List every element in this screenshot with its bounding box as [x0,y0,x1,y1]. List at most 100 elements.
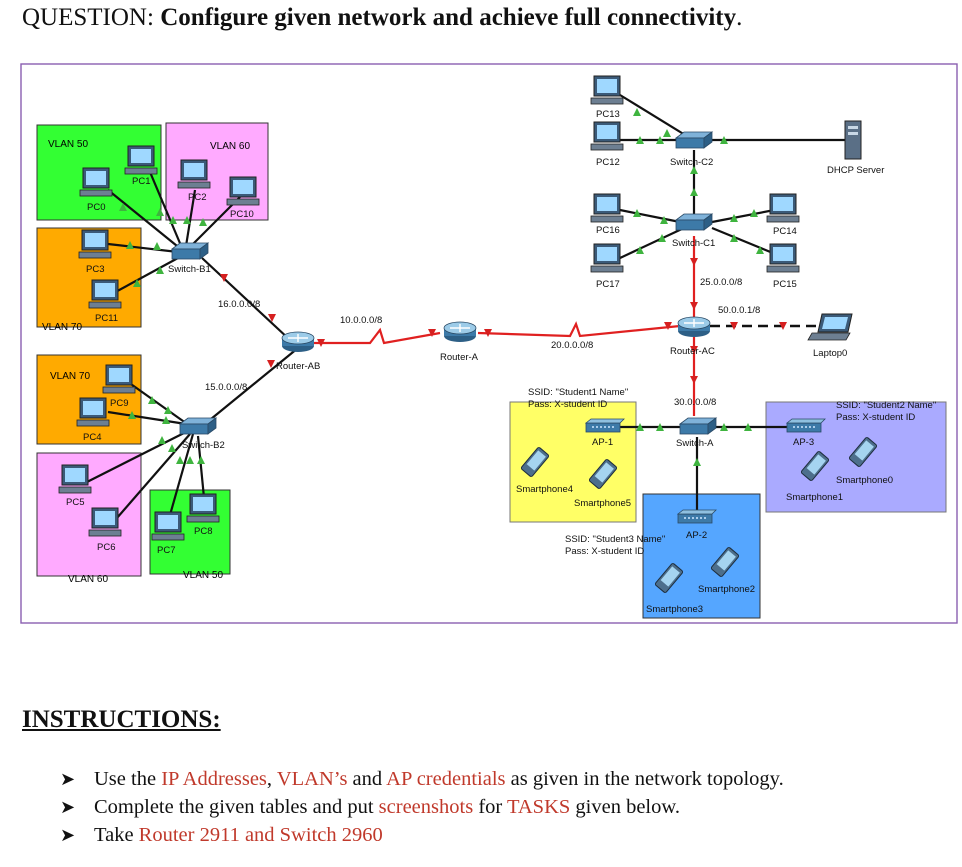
ap3-label: AP-3 [793,437,814,448]
ap2-label: AP-2 [686,530,707,541]
net-20-label: 20.0.0.0/8 [551,340,593,351]
pc1-label: PC1 [132,176,150,187]
pc0-label: PC0 [87,202,105,213]
pc6-icon[interactable] [88,507,122,537]
ssid1-label: SSID: "Student1 Name" [528,387,628,398]
router-ab-label: Router-AB [276,361,320,372]
pc14-label: PC14 [773,226,797,237]
router-a-icon[interactable] [443,321,477,343]
router-ac-icon[interactable] [677,316,711,338]
ap1-icon[interactable] [585,418,625,433]
pc17-label: PC17 [596,279,620,290]
pc1-icon[interactable] [124,145,158,175]
pc9-icon[interactable] [102,364,136,394]
pc3-icon[interactable] [78,229,112,259]
router-ac-label: Router-AC [670,346,715,357]
pc5-icon[interactable] [58,464,92,494]
pc10-icon[interactable] [226,176,260,206]
pc7-icon[interactable] [151,511,185,541]
net-16-label: 16.0.0.0/8 [218,299,260,310]
pc13-label: PC13 [596,109,620,120]
switch-b1-icon[interactable] [171,242,209,260]
smartphone3-label: Smartphone3 [646,604,703,615]
net-10-label: 10.0.0.0/8 [340,315,382,326]
arrow-bullet-icon: ➤ [60,797,76,818]
pc9-label: PC9 [110,398,128,409]
instruction-item: ➤Complete the given tables and put scree… [60,796,680,818]
instructions-heading: INSTRUCTIONS: [22,706,221,733]
net-50-label: 50.0.0.1/8 [718,305,760,316]
pc6-label: PC6 [97,542,115,553]
arrow-bullet-icon: ➤ [60,769,76,790]
vlan-label-60-bottom: VLAN 60 [68,574,108,585]
smartphone2-label: Smartphone2 [698,584,755,595]
switch-a-label: Switch-A [676,438,714,449]
dhcp-server-icon[interactable] [844,120,862,160]
pass1-label: Pass: X-student ID [528,399,607,410]
laptop0-label: Laptop0 [813,348,847,359]
net-30-label: 30.0.0.0/8 [674,397,716,408]
pc7-label: PC7 [157,545,175,556]
pc12-icon[interactable] [590,121,624,151]
ap1-label: AP-1 [592,437,613,448]
switch-b2-label: Switch-B2 [182,440,225,451]
pc12-label: PC12 [596,157,620,168]
dhcp-server-label: DHCP Server [827,165,884,176]
vlan-label-50-top: VLAN 50 [48,139,88,150]
vlan-label-60-top: VLAN 60 [210,141,250,152]
question-prefix: QUESTION: [22,4,161,31]
pc11-icon[interactable] [88,279,122,309]
pc0-icon[interactable] [79,167,113,197]
ssid2-label: SSID: "Student2 Name" [836,400,936,411]
switch-c1-icon[interactable] [675,213,713,231]
pc16-icon[interactable] [590,193,624,223]
pc14-icon[interactable] [766,193,800,223]
pc15-label: PC15 [773,279,797,290]
smartphone4-label: Smartphone4 [516,484,573,495]
pass3-label: Pass: X-student ID [565,546,644,557]
question-text: Configure given network and achieve full… [160,4,737,31]
pass2-label: Pass: X-student ID [836,412,915,423]
pc13-icon[interactable] [590,75,624,105]
pc15-icon[interactable] [766,243,800,273]
ap2-icon[interactable] [677,509,717,524]
net-25-label: 25.0.0.0/8 [700,277,742,288]
instruction-item: ➤Take Router 2911 and Switch 2960 [60,824,383,846]
pc4-label: PC4 [83,432,101,443]
pc5-label: PC5 [66,497,84,508]
pc17-icon[interactable] [590,243,624,273]
pc4-icon[interactable] [76,397,110,427]
switch-c2-icon[interactable] [675,131,713,149]
router-ab-icon[interactable] [281,331,315,353]
switch-b2-icon[interactable] [179,417,217,435]
vlan-label-70-top: VLAN 70 [42,322,82,333]
arrow-bullet-icon: ➤ [60,825,76,846]
pc2-icon[interactable] [177,159,211,189]
question-line: QUESTION: Configure given network and ac… [22,4,742,32]
question-suffix: . [736,4,743,31]
ap3-icon[interactable] [786,418,826,433]
switch-c2-label: Switch-C2 [670,157,713,168]
ssid3-label: SSID: "Student3 Name" [565,534,665,545]
pc8-icon[interactable] [186,493,220,523]
smartphone5-label: Smartphone5 [574,498,631,509]
pc16-label: PC16 [596,225,620,236]
switch-a-icon[interactable] [679,417,717,435]
router-a-label: Router-A [440,352,479,363]
net-15-label: 15.0.0.0/8 [205,382,247,393]
switch-b1-label: Switch-B1 [168,264,211,275]
smartphone0-label: Smartphone0 [836,475,893,486]
pc8-label: PC8 [194,526,212,537]
instruction-item: ➤Use the IP Addresses, VLAN’s and AP cre… [60,768,784,790]
pc3-label: PC3 [86,264,104,275]
pc11-label: PC11 [95,313,118,324]
ethernet-links [84,94,845,527]
vlan-label-50-bottom: VLAN 50 [183,570,223,581]
smartphone1-label: Smartphone1 [786,492,843,503]
pc10-label: PC10 [230,209,254,220]
network-topology-diagram: VLAN 50 VLAN 60 VLAN 70 VLAN 70 VLAN 60 … [20,63,958,624]
pc2-label: PC2 [188,192,206,203]
vlan-label-70-bottom: VLAN 70 [50,371,90,382]
switch-c1-label: Switch-C1 [672,238,715,249]
laptop0-icon[interactable] [807,313,853,341]
